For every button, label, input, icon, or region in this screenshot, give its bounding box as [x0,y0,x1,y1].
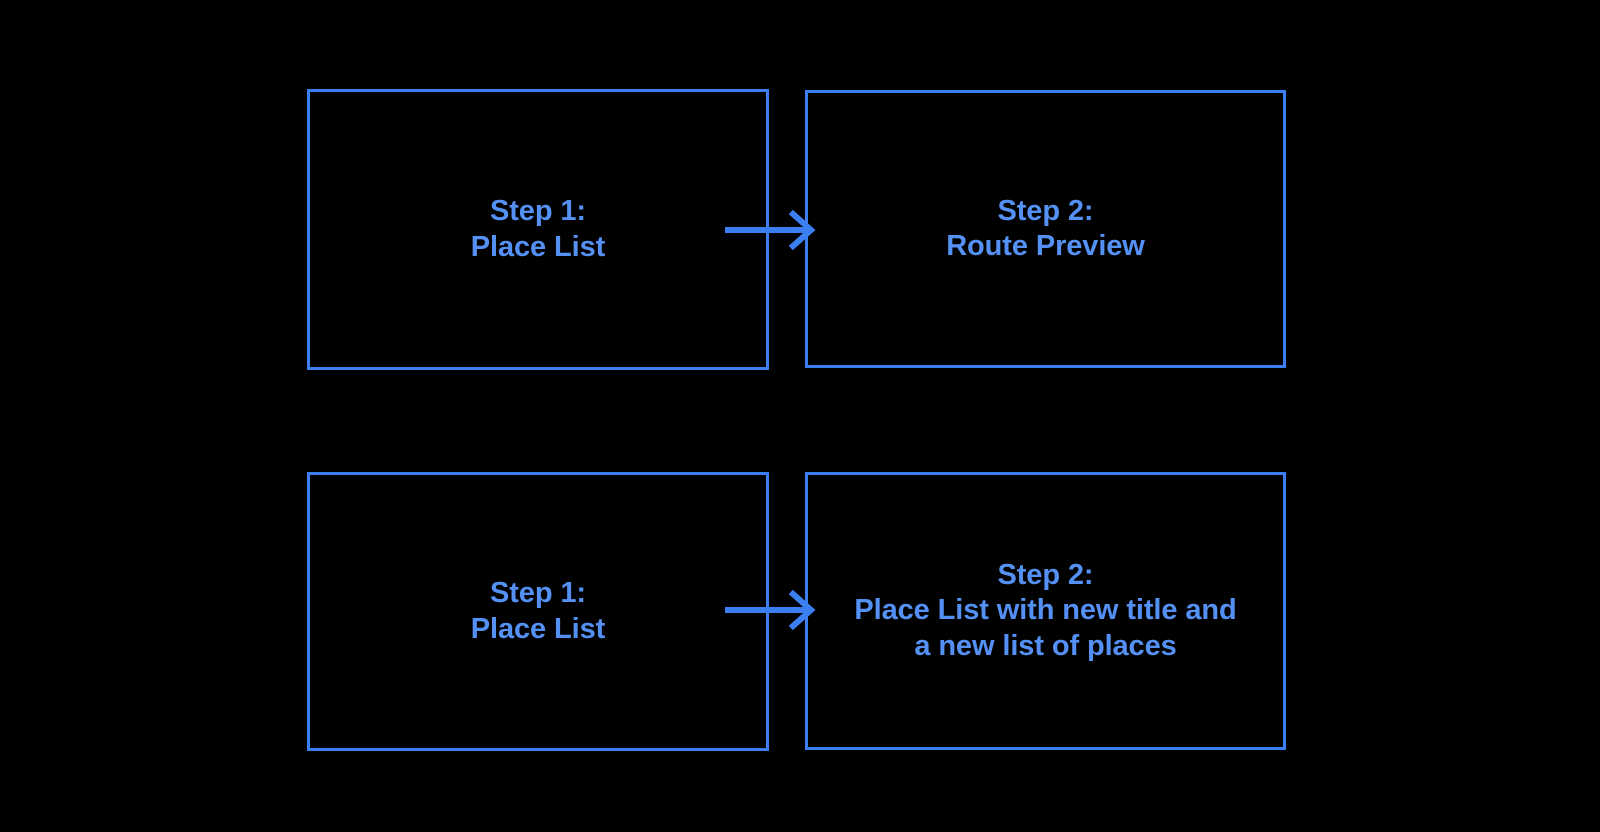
flow-2-step-1-label: Step 1: Place List [470,577,606,645]
flow-2-step-1-box[interactable]: Step 1: Place List [307,472,769,751]
flow-1-step-1-label: Step 1: Place List [470,195,606,263]
flow-1-step-1-box[interactable]: Step 1: Place List [307,89,769,370]
flow-1-step-2-box[interactable]: Step 2: Route Preview [805,90,1286,368]
flow-1-step-2-label: Step 2: Route Preview [946,194,1145,262]
flow-2-step-2-label: Step 2: Place List with new title and a … [854,558,1237,662]
flow-2-step-2-box[interactable]: Step 2: Place List with new title and a … [805,472,1286,750]
